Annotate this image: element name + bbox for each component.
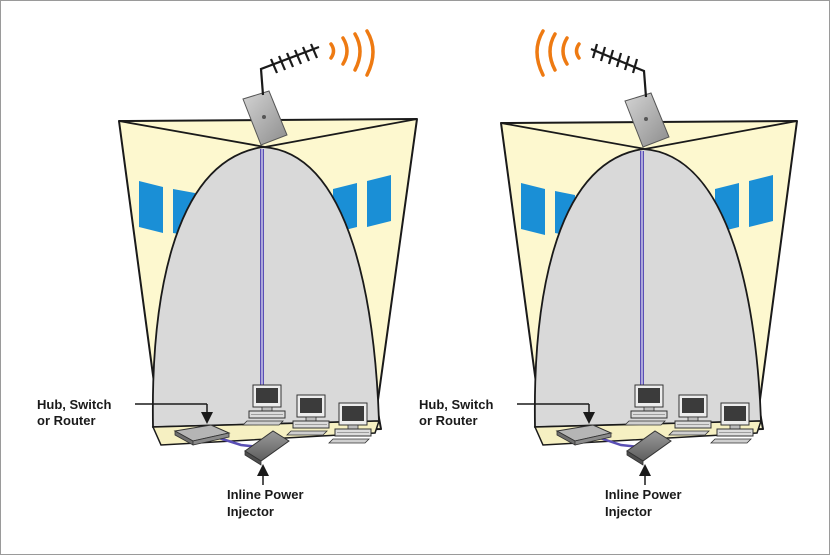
- window-left-1: [521, 183, 545, 235]
- window-left-1: [139, 181, 163, 233]
- injector-label: Inline Power Injector: [227, 487, 307, 519]
- scene-right: Hub, Switch or Router Inline Power Injec…: [419, 31, 797, 519]
- wireless-signal-icon: [331, 31, 373, 75]
- wireless-signal-icon: [537, 31, 579, 75]
- window-right-2: [367, 175, 391, 227]
- antenna-icon: [591, 44, 646, 97]
- injector-label: Inline Power Injector: [605, 487, 685, 519]
- antenna-icon: [261, 44, 319, 95]
- window-right-2: [749, 175, 773, 227]
- scene-left: Hub, Switch or Router Inline Power Injec…: [37, 31, 417, 519]
- hub-label: Hub, Switch or Router: [419, 397, 497, 428]
- hub-label: Hub, Switch or Router: [37, 397, 115, 428]
